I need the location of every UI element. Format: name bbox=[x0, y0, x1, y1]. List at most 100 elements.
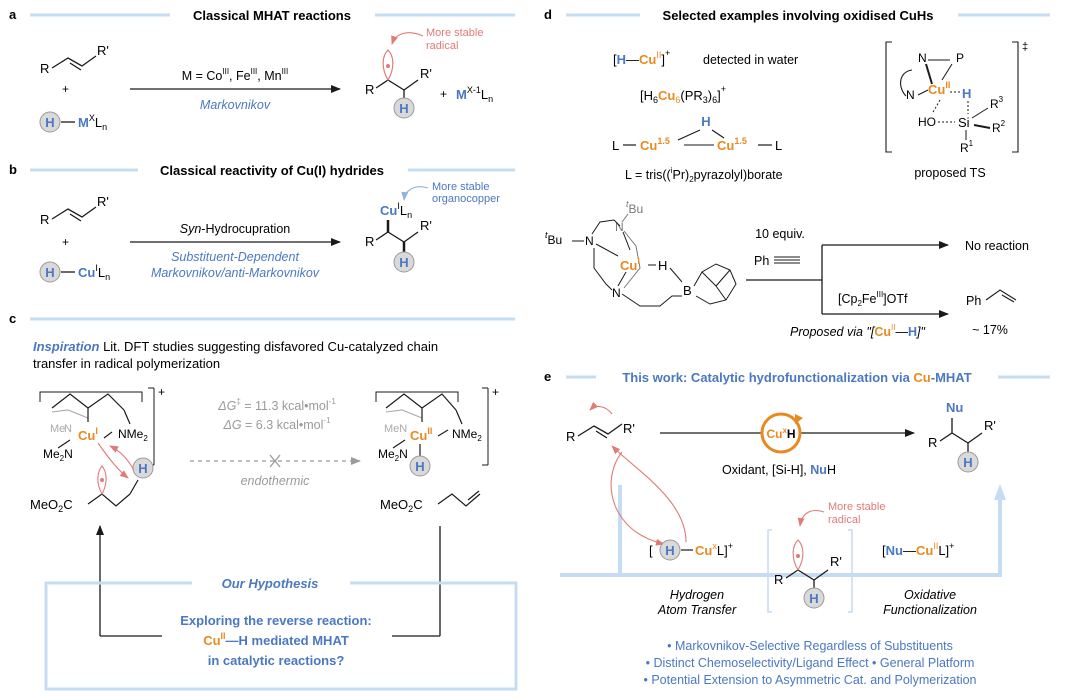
alkene-r-label: R bbox=[40, 212, 49, 227]
alkene-r-label: R bbox=[566, 429, 575, 444]
nu-cu-complex: [Nu—CuIIL]+ bbox=[882, 541, 954, 558]
panel-letter-a: a bbox=[9, 7, 17, 22]
cu-ii-hydride-species: [H—CuII]+ bbox=[613, 48, 670, 67]
stable-radical-note: More stable bbox=[828, 501, 885, 513]
charge-plus: + bbox=[492, 385, 499, 399]
substituent-dependent-label: Substituent-Dependent bbox=[171, 250, 299, 264]
markovnikov-label: Markovnikov bbox=[200, 98, 271, 112]
radical-orbital bbox=[382, 49, 394, 82]
highlight-bullet-1: • Markovnikov-Selective Regardless of Su… bbox=[667, 639, 953, 653]
bridged-cu-hydride: L Cu1.5 Cu1.5 H L bbox=[612, 114, 782, 153]
hydride-h: H bbox=[45, 265, 54, 280]
radical-ester: MeO2C H bbox=[30, 442, 154, 514]
nme2-label: NMe2 bbox=[118, 427, 148, 443]
panel-b: b Classical reactivity of Cu(I) hydrides… bbox=[9, 162, 515, 283]
ox-func-label-1: Oxidative bbox=[904, 588, 956, 602]
ferrocenium-label: [Cp2FeIII]OTf bbox=[838, 290, 908, 308]
tbu-top: tBu bbox=[626, 199, 643, 216]
product-r: R bbox=[365, 234, 374, 249]
equivalents-label: 10 equiv. bbox=[755, 227, 805, 241]
nu-product: R R' Nu H bbox=[928, 400, 996, 473]
hypothesis-line-3: in catalytic reactions? bbox=[208, 653, 345, 668]
hydride-h: H bbox=[665, 543, 674, 558]
alkene-r2-label: R' bbox=[97, 43, 109, 58]
alkene-r-label: R bbox=[40, 61, 49, 76]
catalytic-cycle-icon bbox=[760, 412, 802, 454]
styrene: Ph bbox=[966, 289, 1017, 308]
hypothesis-line-1: Exploring the reverse reaction: bbox=[180, 613, 371, 628]
plus-sign: + bbox=[440, 87, 447, 101]
proposed-via-label: Proposed via "[CuII—H]" bbox=[790, 323, 925, 339]
radical-r: R bbox=[774, 572, 783, 587]
panel-a-title: Classical MHAT reactions bbox=[193, 8, 351, 23]
stable-radical-note-2: radical bbox=[828, 514, 860, 526]
cu-i-hydride-borane-complex: tBu tBu N N N CuI H B bbox=[545, 199, 737, 307]
endothermic-label: endothermic bbox=[241, 474, 311, 488]
tbu-left: tBu bbox=[545, 230, 562, 247]
cu-i-label: CuI bbox=[78, 426, 98, 443]
organocopper-product: R R' CuILn H More stable organocopper bbox=[365, 181, 500, 273]
stable-organocopper-note: More stable bbox=[432, 181, 489, 193]
inspiration-text-2: transfer in radical polymerization bbox=[33, 356, 220, 371]
product-r: R bbox=[365, 82, 374, 97]
product-h: H bbox=[399, 255, 408, 270]
ligand-l: L bbox=[612, 138, 619, 153]
styrene-ph: Ph bbox=[966, 294, 981, 308]
metal-complex-label: MXLn bbox=[78, 113, 107, 132]
highlight-bullet-3: • Potential Extension to Asymmetric Cat.… bbox=[644, 673, 977, 687]
hat-label-1: Hydrogen bbox=[670, 588, 724, 602]
stable-radical-note-2: radical bbox=[426, 40, 458, 52]
cu-i-complex: Me N CuI Me2N NMe2 + bbox=[39, 385, 165, 466]
cu-h-label: H bbox=[658, 258, 667, 273]
panel-b-title: Classical reactivity of Cu(I) hydrides bbox=[160, 163, 384, 178]
cu-i-label: CuI bbox=[620, 256, 640, 273]
panel-letter-e: e bbox=[544, 369, 551, 384]
ts-ho: HO bbox=[918, 115, 936, 129]
hat-label-2: Atom Transfer bbox=[657, 603, 737, 617]
product-h: H bbox=[963, 455, 972, 470]
hydride-reagent-a: H MXLn bbox=[39, 111, 107, 133]
boron-label: B bbox=[683, 283, 692, 298]
product-r: R bbox=[928, 435, 937, 450]
product-h: H bbox=[399, 101, 408, 116]
plus-sign: + bbox=[62, 82, 69, 96]
stable-radical-pointer bbox=[391, 32, 424, 45]
ts-r3: R3 bbox=[990, 95, 1004, 111]
hypothesis-title: Our Hypothesis bbox=[222, 576, 319, 591]
methyl-acrylate: MeO2C bbox=[380, 490, 481, 514]
cu-complex-label: CuILn bbox=[78, 263, 110, 282]
highlight-bullet-2: • Distinct Chemoselectivity/Ligand Effec… bbox=[646, 656, 975, 670]
ts-r1: R1 bbox=[960, 139, 974, 155]
mechanism-flow bbox=[618, 484, 1006, 577]
product-r2: R' bbox=[420, 218, 432, 233]
panel-e: e This work: Catalytic hydrofunctionaliz… bbox=[544, 369, 1050, 687]
panel-letter-c: c bbox=[9, 311, 16, 326]
proposed-ts-label: proposed TS bbox=[914, 166, 985, 180]
radical-intermediate-e: R R' H More stable radical bbox=[767, 501, 885, 613]
alkene-b: R R' bbox=[40, 194, 109, 227]
bracket-open: [ bbox=[649, 543, 653, 558]
panel-d-title: Selected examples involving oxidised CuH… bbox=[663, 8, 934, 23]
ts-p: P bbox=[956, 51, 964, 65]
ligand-l: L bbox=[775, 138, 782, 153]
ts-n: N bbox=[918, 51, 927, 65]
ligand-definition: L = tris((iPr)2pyrazolyl)borate bbox=[625, 166, 783, 184]
bridging-h: H bbox=[701, 114, 710, 129]
hypothesis-line-2: CuII—H mediated MHAT bbox=[203, 631, 349, 648]
panel-d: d Selected examples involving oxidised C… bbox=[544, 7, 1050, 339]
alkene-r2-label: R' bbox=[623, 421, 635, 436]
n-label: N bbox=[64, 423, 72, 435]
product-r2: R' bbox=[420, 66, 432, 81]
proposed-transition-state: ‡ N P N CuII H HO Si R3 R2 R1 bbox=[885, 41, 1028, 155]
ph-label: Ph bbox=[754, 254, 769, 268]
me-label: MeN bbox=[384, 423, 407, 435]
cux-l-label: CuxL]+ bbox=[695, 541, 733, 558]
hydride-h: H bbox=[45, 115, 54, 130]
panel-e-title: This work: Catalytic hydrofunctionalizat… bbox=[622, 370, 971, 385]
panel-letter-d: d bbox=[544, 7, 552, 22]
ester-label: MeO2C bbox=[380, 497, 423, 514]
alkene-e: R R' bbox=[566, 401, 635, 444]
cu-ii-complex: MeN CuII Me2N NMe2 H + bbox=[375, 385, 499, 477]
